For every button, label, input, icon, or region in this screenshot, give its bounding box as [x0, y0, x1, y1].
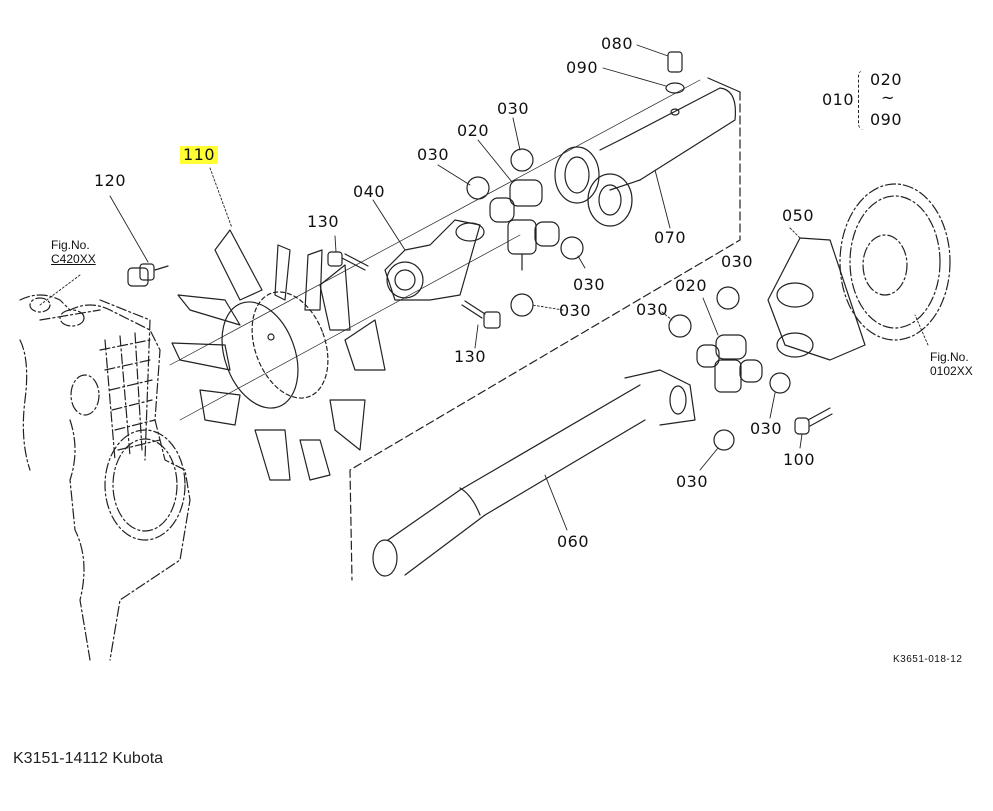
callout-060[interactable]: 060 — [557, 532, 590, 551]
snap-ring — [769, 372, 791, 394]
callout-020-upper[interactable]: 020 — [457, 121, 490, 140]
callout-030[interactable]: 030 — [497, 99, 530, 118]
range-main[interactable]: 010 — [822, 90, 855, 109]
fan-blades — [171, 229, 386, 481]
callout-030[interactable]: 030 — [636, 300, 669, 319]
yoke-040 — [384, 219, 485, 301]
range-tilde: ~ — [881, 88, 895, 107]
callout-030[interactable]: 030 — [721, 252, 754, 271]
callout-030[interactable]: 030 — [573, 275, 606, 294]
callout-110[interactable]: 110 — [180, 146, 219, 164]
part-caption: K3151-14112 Kubota — [13, 750, 164, 767]
bolt-130-lower — [461, 300, 501, 329]
pulley-housing — [839, 183, 951, 341]
shaft-070 — [554, 87, 737, 227]
snap-ring — [466, 176, 490, 200]
drawing-code: K3651-018-12 — [893, 654, 963, 665]
universal-joint-020-lower — [696, 334, 763, 393]
callout-100[interactable]: 100 — [783, 450, 816, 469]
engine-housing — [19, 294, 191, 661]
range-brace — [858, 70, 867, 130]
callout-130-upper[interactable]: 130 — [307, 212, 340, 231]
callout-070[interactable]: 070 — [654, 228, 687, 247]
snap-ring — [510, 293, 534, 317]
fig-ref-value[interactable]: 0102XX — [930, 364, 973, 378]
range-from[interactable]: 020 — [870, 70, 903, 89]
snap-ring — [560, 236, 584, 260]
callout-130-lower[interactable]: 130 — [454, 347, 487, 366]
range-to[interactable]: 090 — [870, 110, 903, 129]
callout-030[interactable]: 030 — [676, 472, 709, 491]
callout-120[interactable]: 120 — [94, 171, 127, 190]
callout-040[interactable]: 040 — [353, 182, 386, 201]
callout-080[interactable]: 080 — [601, 34, 634, 53]
bolt-120 — [127, 263, 169, 287]
fig-ref-value[interactable]: C420XX — [51, 252, 96, 266]
fig-ref-0102xx[interactable]: Fig.No. 0102XX — [930, 350, 973, 378]
exploded-view-drawing — [19, 44, 951, 661]
snap-ring — [713, 429, 735, 451]
callout-090[interactable]: 090 — [566, 58, 599, 77]
snap-ring — [716, 286, 740, 310]
callout-020-lower[interactable]: 020 — [675, 276, 708, 295]
grease-fitting-080 — [665, 51, 685, 116]
snap-ring — [510, 148, 534, 172]
fig-ref-label: Fig.No. — [930, 350, 969, 364]
callout-030[interactable]: 030 — [559, 301, 592, 320]
universal-joint-020-upper — [489, 179, 560, 271]
shaft-060 — [372, 369, 696, 577]
callout-030[interactable]: 030 — [417, 145, 450, 164]
bolt-130-upper — [327, 251, 369, 271]
fig-ref-c420xx[interactable]: Fig.No. C420XX — [51, 238, 96, 266]
snap-ring — [668, 314, 692, 338]
parts-diagram: 110 120 130 130 040 030 020 030 030 030 … — [19, 34, 973, 665]
callout-050[interactable]: 050 — [782, 206, 815, 225]
bolt-100 — [794, 407, 833, 435]
assembly-range-note: 010 020 ~ 090 — [822, 70, 912, 132]
callout-030[interactable]: 030 — [750, 419, 783, 438]
fig-ref-label: Fig.No. — [51, 238, 90, 252]
flange-050 — [767, 237, 866, 361]
